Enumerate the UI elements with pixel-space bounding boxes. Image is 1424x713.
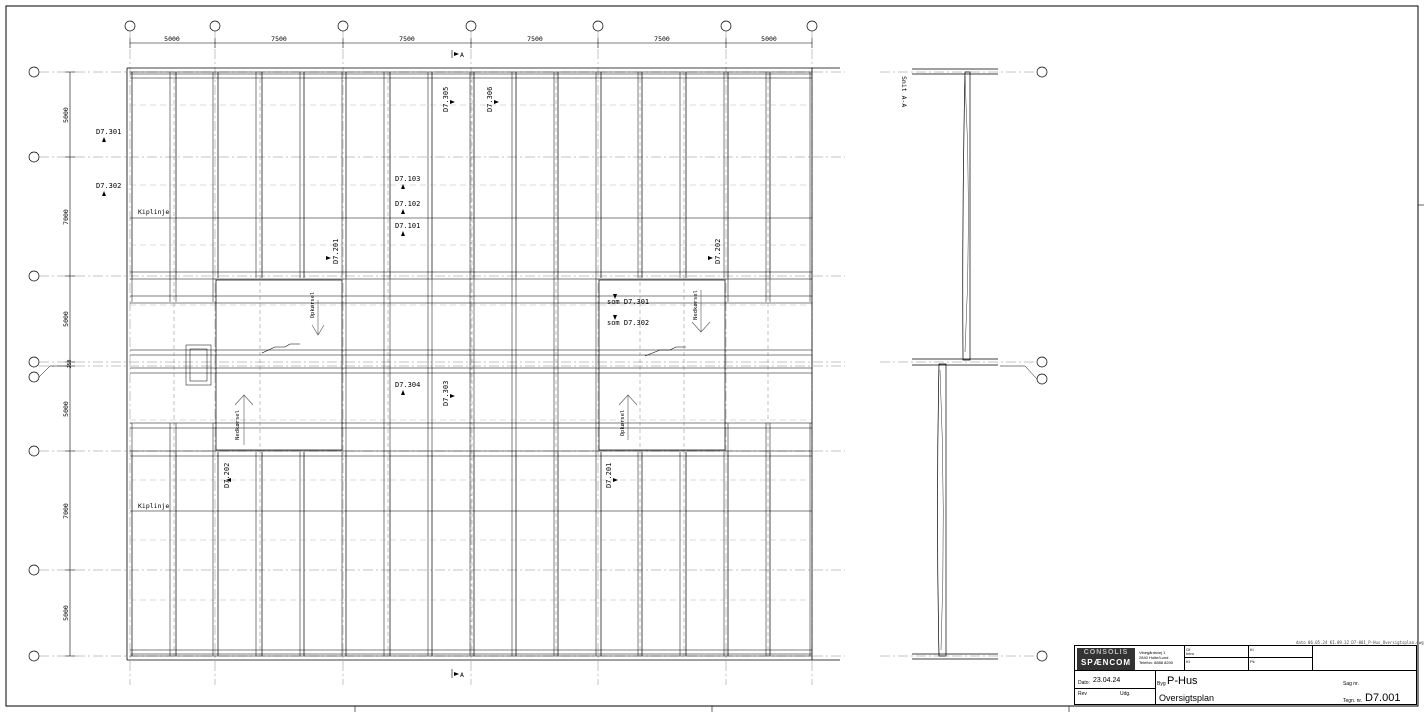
dato-value: 23.04.24 [1093, 677, 1121, 684]
ramp-label-3: Nedkørsel [693, 290, 699, 320]
tag-d7-201-b: D7.201 [605, 463, 613, 488]
floor-plan [126, 67, 840, 661]
dim-col-1: 5000 [164, 35, 180, 43]
tag-d7-201-a: D7.201 [332, 239, 340, 264]
logo-top-text: CONSOLIS [1083, 649, 1129, 656]
section-view-label: Snit A-A [900, 76, 908, 107]
tag-d7-102: D7.102 [395, 200, 420, 208]
tag-d7-302: D7.302 [96, 182, 121, 190]
address-line: Vibegårdsvej 1 [1139, 650, 1166, 655]
title-block: CONSOLIS SPÆNCOM Vibegårdsvej 1 2840 Hol… [1074, 645, 1417, 705]
column-grid-lines [129, 31, 813, 685]
dim-col-2: 7500 [271, 35, 287, 43]
tag-d7-303: D7.303 [442, 381, 450, 406]
row-grid-bubbles-right [1036, 66, 1048, 662]
row-grid-bubbles [28, 66, 40, 662]
field-gf-value: Intro [1186, 651, 1195, 656]
grid-leader-lines [38, 365, 1038, 380]
dim-col-6: 5000 [761, 35, 777, 43]
drawing-title: Oversigtsplan [1159, 693, 1215, 703]
address-line: 2840 Holte/Lund [1139, 655, 1169, 660]
tegn-label: Tegn. nr. [1343, 698, 1363, 704]
dato-label: Dato: [1078, 680, 1090, 686]
dim-row-3: 5000 [62, 311, 70, 327]
field-pk-label: Pk [1250, 659, 1255, 664]
dim-row-4: 250 [67, 359, 73, 368]
tag-d7-202-b: D7.202 [223, 463, 231, 488]
trim-marks [354, 204, 1424, 712]
address-line: Telefon: 8888 8200 [1139, 660, 1174, 665]
dim-row-2: 7000 [62, 209, 70, 225]
dim-row-7: 5000 [62, 605, 70, 621]
tag-pointers [102, 100, 713, 482]
sag-label: Sag nr. [1343, 681, 1359, 687]
dim-col-5: 7500 [654, 35, 670, 43]
tag-som-301: som D7.301 [607, 298, 649, 306]
tag-d7-101: D7.101 [395, 222, 420, 230]
ramp-label-4: Opkørsel [620, 410, 626, 437]
company-address: Vibegårdsvej 1 2840 Holte/Lund Telefon: … [1139, 650, 1184, 665]
section-marker-bottom [451, 669, 459, 678]
project-name: P-Hus [1167, 675, 1198, 687]
field-kt-label: Kt [1186, 659, 1190, 664]
dim-row-6: 7000 [62, 503, 70, 519]
ramp-arrows [234, 290, 711, 445]
dim-row-1: 5000 [62, 107, 70, 123]
rev-label: Rev [1078, 691, 1087, 697]
dim-col-4: 7500 [527, 35, 543, 43]
logo-bottom-text: SPÆNCOM [1080, 658, 1132, 667]
field-ki-label: Ki [1250, 647, 1254, 652]
tag-som-302: som D7.302 [607, 319, 649, 327]
tag-d7-301: D7.301 [96, 128, 121, 136]
company-logo: CONSOLIS SPÆNCOM [1077, 648, 1135, 670]
file-path-note: dato 06.05.24 KI.09.32 D7-001_P-Hus_Over… [1296, 640, 1424, 645]
ramp-openings [185, 279, 726, 451]
ramp-label-2: Nedkørsel [235, 410, 241, 440]
section-marker-top-label: A [460, 51, 464, 59]
tag-d7-305: D7.305 [442, 87, 450, 112]
byg-label: Byg [1157, 681, 1166, 687]
kiplinje-label-2: Kiplinje [138, 502, 169, 510]
section-view [912, 68, 998, 660]
tag-d7-304: D7.304 [395, 381, 420, 389]
ramp-label-1: Opkørsel [310, 292, 316, 319]
dim-row-5: 5000 [62, 401, 70, 417]
udg-label: Udg. [1120, 691, 1131, 697]
dim-col-3: 7500 [399, 35, 415, 43]
section-marker-bottom-label: A [460, 671, 464, 679]
tag-d7-103: D7.103 [395, 175, 420, 183]
tag-d7-306: D7.306 [486, 87, 494, 112]
section-marker-top [451, 50, 459, 58]
field-gf-label: Gf [1186, 647, 1191, 652]
kiplinje-label-1: Kiplinje [138, 208, 169, 216]
row-grid-lines [39, 71, 1037, 657]
drawing-number: D7.001 [1365, 692, 1401, 704]
tag-d7-202-a: D7.202 [714, 239, 722, 264]
column-grid-bubbles [124, 20, 818, 32]
